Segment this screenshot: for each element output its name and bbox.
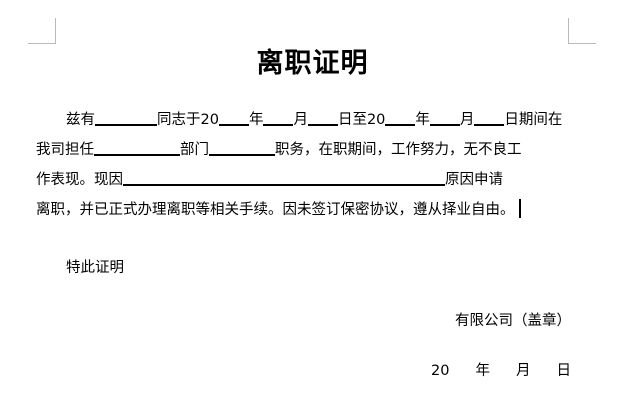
closing-statement: 特此证明: [66, 260, 124, 276]
reason-blank[interactable]: [123, 169, 445, 186]
end-year-label: 年: [415, 112, 430, 128]
line1-lead-text: 兹有: [66, 112, 95, 128]
signature-year-label: 年: [475, 363, 491, 379]
crop-mark-vertical-rule: [568, 18, 569, 44]
signature-date: 20 年 月 日: [0, 358, 571, 384]
crop-mark-top-left-icon: [28, 18, 56, 44]
start-year-blank[interactable]: [218, 109, 249, 126]
start-month-blank[interactable]: [263, 109, 294, 126]
page-title: 离职证明: [256, 48, 369, 78]
line2-lead-text: 我司担任: [36, 142, 94, 158]
crop-mark-vertical-rule: [55, 18, 56, 44]
line2-tail-text: ，在职期间，工作努力，无不良工: [304, 142, 522, 158]
start-month-label: 月: [293, 112, 308, 128]
start-year-prefix: 20: [200, 112, 219, 128]
end-year-prefix: 20: [366, 112, 386, 128]
end-day-blank[interactable]: [474, 109, 505, 126]
line3-lead-text: 作表现。现因: [36, 172, 123, 188]
crop-mark-horizontal-rule: [568, 43, 596, 44]
signature-year-prefix: 20: [431, 363, 450, 379]
line3-tail-text: 原因申请: [445, 172, 503, 188]
end-day-label: 日期间在: [504, 112, 563, 128]
line1-after-name-text: 同志于: [157, 112, 201, 128]
position-label: 职务: [275, 142, 304, 158]
signature-month-label: 月: [516, 363, 531, 379]
signature-day-label: 日: [556, 363, 572, 379]
crop-mark-horizontal-rule: [28, 43, 56, 44]
end-year-blank[interactable]: [385, 109, 416, 126]
crop-mark-top-right-icon: [568, 18, 596, 44]
end-month-blank[interactable]: [429, 109, 460, 126]
end-month-label: 月: [459, 112, 475, 128]
body-line-3: 作表现。现因 原因申请: [36, 165, 592, 195]
body-line-2: 我司担任 部门 职务，在职期间，工作努力，无不良工: [36, 135, 592, 165]
text-cursor-caret: [518, 199, 521, 218]
position-blank[interactable]: [209, 139, 275, 156]
signature-company: 有限公司（盖章）: [455, 313, 571, 329]
start-day-blank[interactable]: [307, 109, 338, 126]
line4-text: 离职，并已正式办理离职等相关手续。因未签订保密协议，遵从择业自由。: [36, 202, 515, 218]
department-label: 部门: [180, 142, 209, 158]
employee-name-blank[interactable]: [95, 109, 157, 126]
body-line-4: 离职，并已正式办理离职等相关手续。因未签订保密协议，遵从择业自由。: [36, 195, 592, 225]
start-day-label: 日至: [337, 112, 367, 128]
start-year-label: 年: [248, 112, 264, 128]
department-blank[interactable]: [94, 139, 180, 156]
